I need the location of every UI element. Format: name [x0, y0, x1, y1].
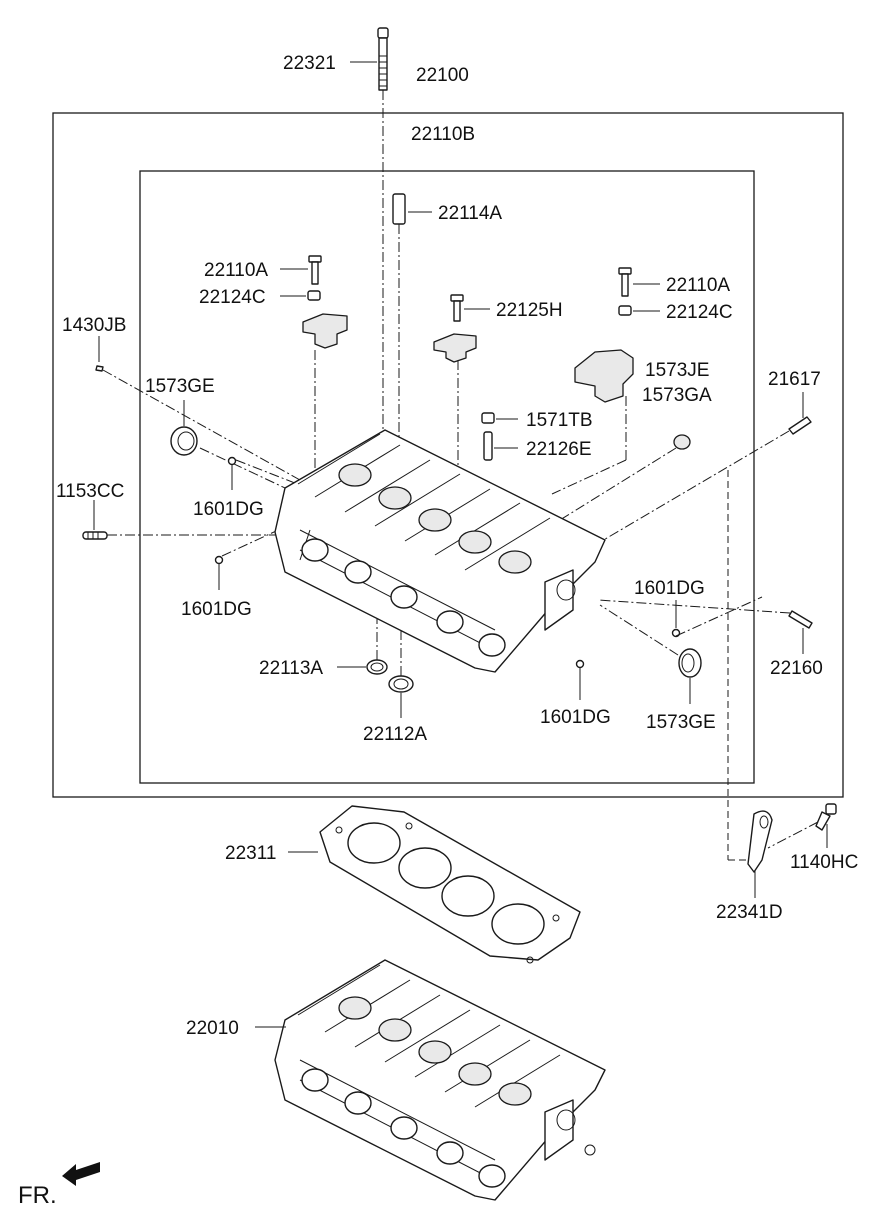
head-upper-ports [301, 538, 506, 657]
label-22114A: 22114A [438, 203, 502, 224]
leader-lines [93, 61, 828, 1028]
bracket-right-1573JE [551, 349, 634, 495]
label-1601DG-d: 1601DG [540, 707, 611, 728]
stud-1153CC [82, 531, 295, 540]
label-22113A: 22113A [259, 658, 323, 679]
head-bolt-22321 [377, 27, 389, 478]
hanger-22341D [727, 470, 773, 873]
plug-1573GA [559, 434, 691, 521]
front-arrow-icon [62, 1162, 100, 1186]
label-1430JB: 1430JB [62, 315, 126, 336]
stud-22160 [597, 596, 813, 637]
label-1573GE-bottom: 1573GE [646, 712, 716, 733]
bolt-22125H [450, 294, 464, 322]
label-22124C-left: 22124C [199, 287, 266, 308]
pin-1430JB [95, 365, 301, 481]
label-1153CC: 1153CC [56, 481, 124, 502]
cap-1571TB [481, 412, 495, 424]
label-22100: 22100 [416, 65, 469, 86]
dowel-1601DG-a [227, 456, 237, 466]
dowel-1601DG-d [575, 659, 585, 669]
cup-plug-1573GE-bottom [599, 604, 702, 678]
dowel-1601DG-c [671, 628, 681, 638]
label-1601DG-a: 1601DG [193, 499, 264, 520]
label-21617: 21617 [768, 369, 821, 390]
label-22321: 22321 [283, 53, 336, 74]
head-upper-cams [338, 463, 532, 574]
cylinder-head-assembly [274, 429, 606, 673]
label-1571TB: 1571TB [526, 410, 593, 431]
label-22341D: 22341D [716, 902, 783, 923]
label-22125H: 22125H [496, 300, 563, 321]
dowel-22114A [392, 193, 406, 462]
bolt-22110A-right [618, 267, 632, 297]
label-1573JE: 1573JE [645, 360, 709, 381]
label-22110A-left: 22110A [204, 260, 268, 281]
label-1140HC: 1140HC [790, 852, 858, 873]
label-22160: 22160 [770, 658, 823, 679]
front-indicator: FR. [18, 1162, 100, 1209]
label-1573GE-top: 1573GE [145, 376, 215, 397]
label-22110A-right: 22110A [666, 275, 730, 296]
pin-22126E [483, 431, 493, 461]
dowel-1601DG-b [214, 555, 224, 565]
washer-22124C-right [618, 305, 632, 316]
cup-plug-1573GE-top [170, 426, 301, 496]
bolt-1140HC [767, 803, 837, 849]
part-labels: 22321 22100 22110B 22114A 22110A 22124C … [56, 53, 858, 1039]
bracket-center [433, 333, 477, 470]
head-lower-cams [338, 996, 532, 1106]
label-22110B: 22110B [411, 124, 475, 145]
label-22126E: 22126E [526, 439, 592, 460]
cylinder-head-22010 [274, 959, 606, 1201]
assembly-box-22110B [139, 170, 755, 784]
label-22311: 22311 [225, 843, 276, 864]
label-1601DG-c: 1601DG [634, 578, 705, 599]
label-22010: 22010 [186, 1018, 239, 1039]
label-1573GA: 1573GA [642, 385, 712, 406]
washer-22124C-left [307, 290, 321, 301]
bracket-left [302, 313, 348, 470]
front-indicator-label: FR. [18, 1182, 57, 1209]
stud-21617 [594, 416, 812, 546]
bolt-22110A-left [308, 255, 322, 285]
head-lower-ports [301, 1068, 506, 1188]
label-1601DG-b: 1601DG [181, 599, 252, 620]
label-22124C-right: 22124C [666, 302, 733, 323]
head-gasket-22311 [319, 805, 581, 964]
assembly-box-22100 [52, 112, 844, 798]
label-22112A: 22112A [363, 724, 427, 745]
